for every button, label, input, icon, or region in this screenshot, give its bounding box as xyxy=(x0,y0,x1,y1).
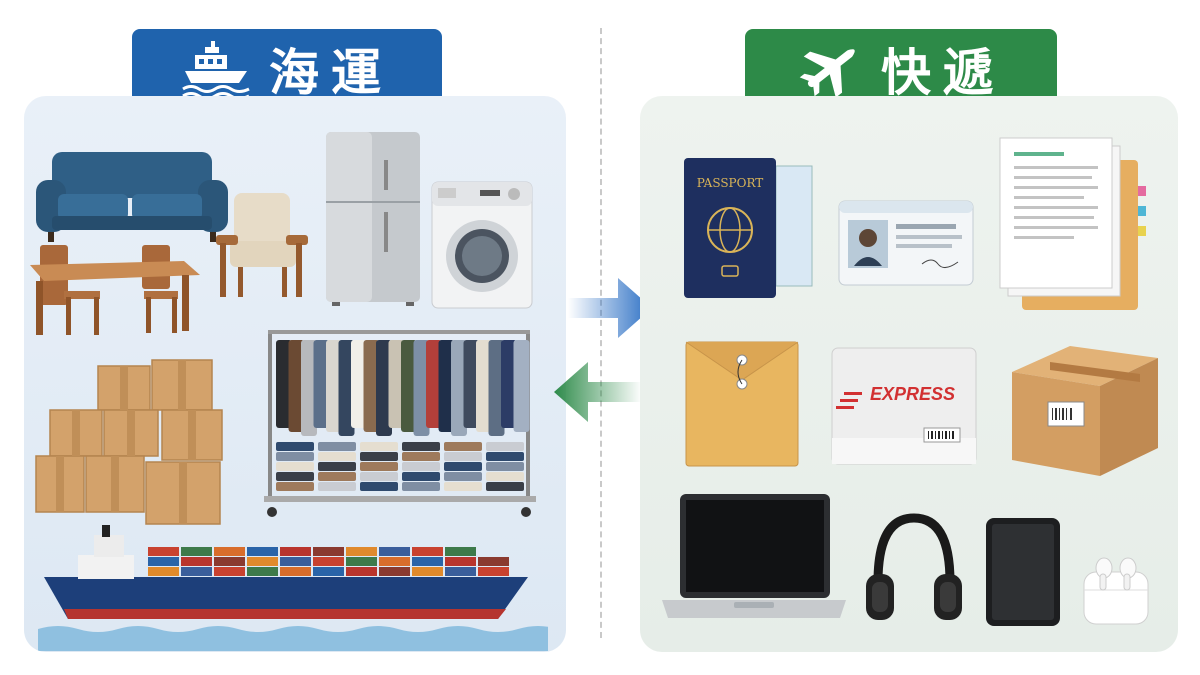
arrow-left-icon xyxy=(552,360,642,424)
tablet-icon xyxy=(984,516,1062,628)
sofa-icon xyxy=(32,146,232,246)
envelope-icon xyxy=(684,340,800,468)
airplane-icon xyxy=(797,39,863,99)
express-title-badge: 快遞 xyxy=(745,29,1057,109)
express-label: EXPRESS xyxy=(870,384,956,404)
express-mailer-icon: EXPRESS xyxy=(830,346,978,466)
express-title: 快遞 xyxy=(881,44,1005,102)
center-divider xyxy=(600,28,602,638)
express-panel: PASSPORT xyxy=(640,96,1178,652)
refrigerator-icon xyxy=(322,130,424,306)
id-card-icon xyxy=(838,200,974,286)
sea-freight-title: 海運 xyxy=(269,44,393,102)
armchair-icon xyxy=(210,191,310,301)
parcel-box-icon xyxy=(1010,342,1160,478)
sea-freight-panel xyxy=(24,96,566,652)
washing-machine-icon xyxy=(430,180,534,310)
ship-icon xyxy=(181,37,251,101)
dining-table-icon xyxy=(24,241,214,341)
arrow-right-icon xyxy=(568,276,654,340)
laptop-icon xyxy=(654,492,850,630)
clothing-rack-icon xyxy=(262,326,542,526)
sea-freight-title-badge: 海運 xyxy=(132,29,442,109)
passport-label: PASSPORT xyxy=(696,176,764,190)
documents-icon xyxy=(998,136,1148,314)
earbuds-icon xyxy=(1080,548,1152,628)
cardboard-boxes-icon xyxy=(34,358,254,528)
cargo-ship-icon xyxy=(38,521,548,651)
headphones-icon xyxy=(864,512,964,628)
passport-icon: PASSPORT xyxy=(682,152,816,302)
